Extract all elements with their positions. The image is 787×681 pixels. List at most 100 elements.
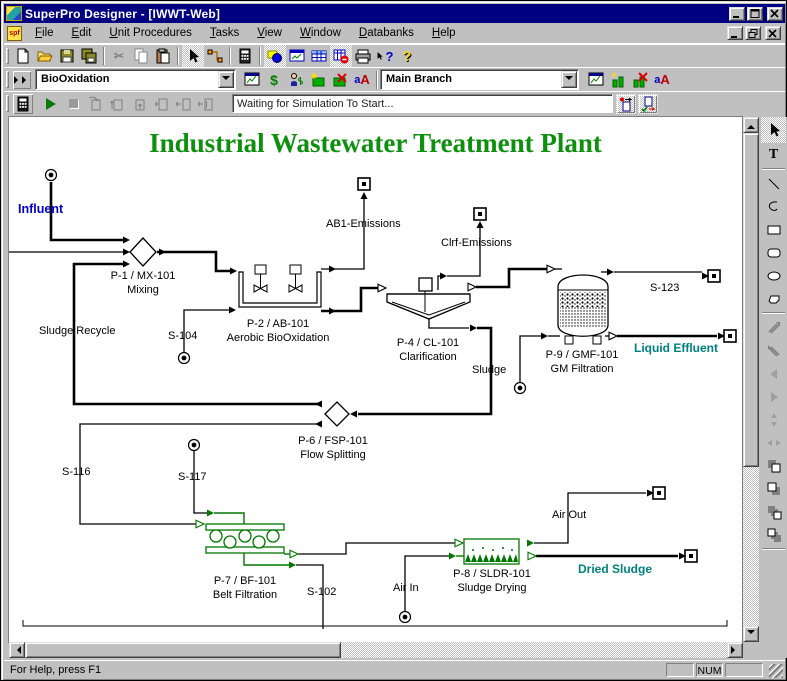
skip-to-end-icon[interactable] bbox=[194, 93, 216, 115]
mdi-restore-button[interactable] bbox=[745, 26, 761, 40]
vertical-scrollbar[interactable] bbox=[743, 117, 759, 642]
process-explorer-icon[interactable] bbox=[286, 45, 308, 67]
unit-icon-belt-filter[interactable] bbox=[205, 523, 285, 554]
scroll-right-icon[interactable] bbox=[727, 642, 743, 658]
calculator-icon[interactable] bbox=[234, 45, 256, 67]
bring-forward-icon[interactable] bbox=[761, 500, 786, 523]
start-simulation-icon[interactable] bbox=[40, 93, 62, 115]
section-cost-icon[interactable]: $ bbox=[263, 69, 285, 91]
nudge-left-icon[interactable] bbox=[761, 362, 786, 385]
toolbar-grip[interactable] bbox=[6, 71, 9, 88]
expand-sections-icon[interactable] bbox=[12, 70, 32, 90]
branch-combobox[interactable]: Main Branch bbox=[380, 69, 579, 90]
text-tool-icon[interactable]: T bbox=[761, 143, 786, 166]
mdi-close-button[interactable] bbox=[765, 26, 781, 40]
stream-label-ab1-emissions[interactable]: AB1-Emissions bbox=[326, 218, 401, 230]
nudge-right-icon[interactable] bbox=[761, 385, 786, 408]
auto-solve-toggle-icon[interactable] bbox=[638, 93, 658, 114]
select-tool-icon[interactable] bbox=[761, 117, 786, 143]
step-into-icon[interactable] bbox=[106, 93, 128, 115]
scroll-up-icon[interactable] bbox=[743, 117, 759, 133]
branch-combobox-value[interactable]: Main Branch bbox=[380, 69, 579, 90]
stream-summary-table-icon[interactable] bbox=[308, 45, 330, 67]
save-icon[interactable] bbox=[56, 45, 78, 67]
stream-label-dried-sludge[interactable]: Dried Sludge bbox=[578, 562, 653, 576]
unit-icon-flow-splitter[interactable] bbox=[324, 401, 350, 427]
step-out-icon[interactable] bbox=[128, 93, 150, 115]
stream-label-s102[interactable]: S-102 bbox=[307, 586, 337, 598]
combobox-dropdown-icon[interactable] bbox=[561, 71, 577, 88]
toolbar-grip[interactable] bbox=[6, 48, 9, 64]
send-to-back-icon[interactable] bbox=[761, 477, 786, 500]
add-branch-icon[interactable] bbox=[607, 69, 629, 91]
ellipse-tool-icon[interactable] bbox=[761, 264, 786, 287]
superpro-app-icon[interactable] bbox=[6, 6, 22, 21]
stream-label-s116[interactable]: S-116 bbox=[62, 466, 91, 478]
stream-lines-thin[interactable] bbox=[9, 199, 702, 629]
procedure-combobox[interactable]: BioOxidation bbox=[35, 69, 236, 90]
menu-window[interactable]: Window bbox=[299, 26, 341, 39]
scroll-down-icon[interactable] bbox=[743, 626, 759, 642]
stream-label-liquid-effluent[interactable]: Liquid Effluent bbox=[634, 341, 718, 355]
step-over-icon[interactable] bbox=[84, 93, 106, 115]
run-to-cursor-icon[interactable] bbox=[150, 93, 172, 115]
cut-icon[interactable]: ✂ bbox=[108, 45, 130, 67]
open-icon[interactable] bbox=[34, 45, 56, 67]
menu-file[interactable]: File bbox=[35, 26, 54, 39]
print-icon[interactable] bbox=[352, 45, 374, 67]
menu-edit[interactable]: Edit bbox=[71, 26, 92, 39]
line-tool-icon[interactable] bbox=[761, 172, 786, 195]
skip-forward-icon[interactable] bbox=[172, 93, 194, 115]
maximize-button[interactable] bbox=[747, 6, 763, 21]
flowsheet-title[interactable]: Industrial Wastewater Treatment Plant bbox=[149, 128, 602, 158]
stream-label-air-out[interactable]: Air Out bbox=[552, 509, 587, 521]
stream-label-sludge[interactable]: Sludge bbox=[472, 364, 507, 376]
delete-section-icon[interactable] bbox=[329, 69, 351, 91]
unit-icon-clarifier[interactable] bbox=[386, 277, 471, 320]
stream-label-s123[interactable]: S-123 bbox=[650, 282, 680, 294]
polygon-tool-icon[interactable] bbox=[761, 287, 786, 310]
copy-icon[interactable] bbox=[130, 45, 152, 67]
resize-grip[interactable] bbox=[769, 664, 783, 678]
stream-label-air-in[interactable]: Air In bbox=[393, 582, 419, 594]
scroll-left-icon[interactable] bbox=[9, 642, 25, 658]
rectangle-tool-icon[interactable] bbox=[761, 218, 786, 241]
bring-to-front-icon[interactable] bbox=[761, 454, 786, 477]
unit-icon-mixer[interactable] bbox=[129, 237, 157, 267]
flip-vertical-icon[interactable] bbox=[761, 408, 786, 431]
toolbar-grip[interactable] bbox=[6, 95, 9, 112]
paste-icon[interactable] bbox=[152, 45, 174, 67]
freeform-tool-icon[interactable] bbox=[761, 195, 786, 218]
section-economics-icon[interactable] bbox=[285, 69, 307, 91]
flowsheet-elements-icon[interactable] bbox=[264, 45, 286, 67]
unit-icon-aeration-basin[interactable] bbox=[238, 264, 322, 308]
context-help-icon[interactable]: ? bbox=[374, 45, 396, 67]
menu-help[interactable]: Help bbox=[431, 26, 456, 39]
new-icon[interactable] bbox=[12, 45, 34, 67]
save-all-icon[interactable] bbox=[78, 45, 100, 67]
add-section-icon[interactable] bbox=[307, 69, 329, 91]
solve-icon[interactable] bbox=[12, 93, 34, 115]
format-painter-alt-icon[interactable] bbox=[761, 339, 786, 362]
superpro-document-icon[interactable]: spf bbox=[7, 25, 22, 41]
mdi-minimize-button[interactable] bbox=[727, 26, 743, 40]
output-port-icons[interactable] bbox=[357, 177, 737, 563]
vertical-scroll-thumb[interactable] bbox=[743, 133, 759, 467]
menu-unit-procedures[interactable]: Unit Procedures bbox=[109, 26, 192, 39]
unit-icon-sludge-dryer[interactable] bbox=[463, 538, 520, 565]
branch-properties-icon[interactable] bbox=[585, 69, 607, 91]
menu-tasks[interactable]: Tasks bbox=[209, 26, 240, 39]
stream-label-s104[interactable]: S-104 bbox=[168, 330, 198, 342]
delete-branch-icon[interactable] bbox=[629, 69, 651, 91]
flip-horizontal-icon[interactable] bbox=[761, 431, 786, 454]
stream-lines-thick[interactable] bbox=[49, 182, 717, 558]
rounded-rectangle-tool-icon[interactable] bbox=[761, 241, 786, 264]
